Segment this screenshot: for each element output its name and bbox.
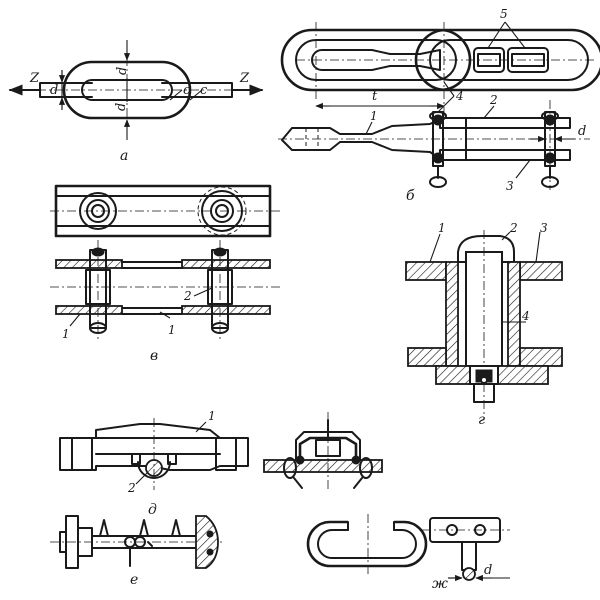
callout-1-v-mid: 1 xyxy=(168,323,176,337)
callout-4-g: 4 xyxy=(521,309,530,323)
caption-d: д xyxy=(148,502,157,518)
callout-1-b: 1 xyxy=(370,109,378,123)
callout-1-v-left: 1 xyxy=(62,327,70,341)
caption-b: б xyxy=(406,188,415,204)
callout-2-d: 2 xyxy=(127,481,136,495)
callout-2-g: 2 xyxy=(509,221,518,235)
callout-2-v: 2 xyxy=(183,289,192,303)
caption-g: г xyxy=(478,412,485,428)
dim-d-bottom: d xyxy=(114,103,129,111)
caption-e: е xyxy=(130,572,138,588)
callout-1-d: 1 xyxy=(208,409,216,423)
caption-a: а xyxy=(120,148,128,164)
callout-1-g: 1 xyxy=(438,221,446,235)
dim-d-left: d xyxy=(50,83,58,98)
dim-d-top: d xyxy=(115,67,130,75)
panel-g-pin-section: 1 2 3 4 г xyxy=(405,221,563,428)
panel-e-flighted-chain: е xyxy=(50,515,222,588)
force-label-right: Z xyxy=(239,71,250,86)
caption-v: в xyxy=(150,348,158,364)
dim-c-inner: c xyxy=(183,83,191,98)
panel-zh-hook-link: d ж xyxy=(306,514,510,592)
dim-c-outer: c xyxy=(200,83,208,98)
callout-4-b: 4 xyxy=(455,89,464,103)
force-label-left: Z xyxy=(29,71,40,86)
callout-3-g: 3 xyxy=(540,221,548,235)
caption-zh: ж xyxy=(432,576,448,592)
callout-5: 5 xyxy=(500,7,508,21)
callout-2-b: 2 xyxy=(489,93,498,107)
dim-d-zh: d xyxy=(484,563,492,578)
panel-d-scraper-chain: 1 2 д xyxy=(59,409,383,518)
callout-3-b: 3 xyxy=(506,179,514,193)
dim-d-pin: d xyxy=(578,124,586,139)
panel-v-plate-chain: 2 1 1 в xyxy=(50,184,280,364)
panel-a-oval-link: Z Z d d d c c а xyxy=(8,40,264,164)
panel-b-forged-chain: t 5 d 1 2 3 xyxy=(278,7,600,204)
pitch-label-t: t xyxy=(372,89,378,104)
